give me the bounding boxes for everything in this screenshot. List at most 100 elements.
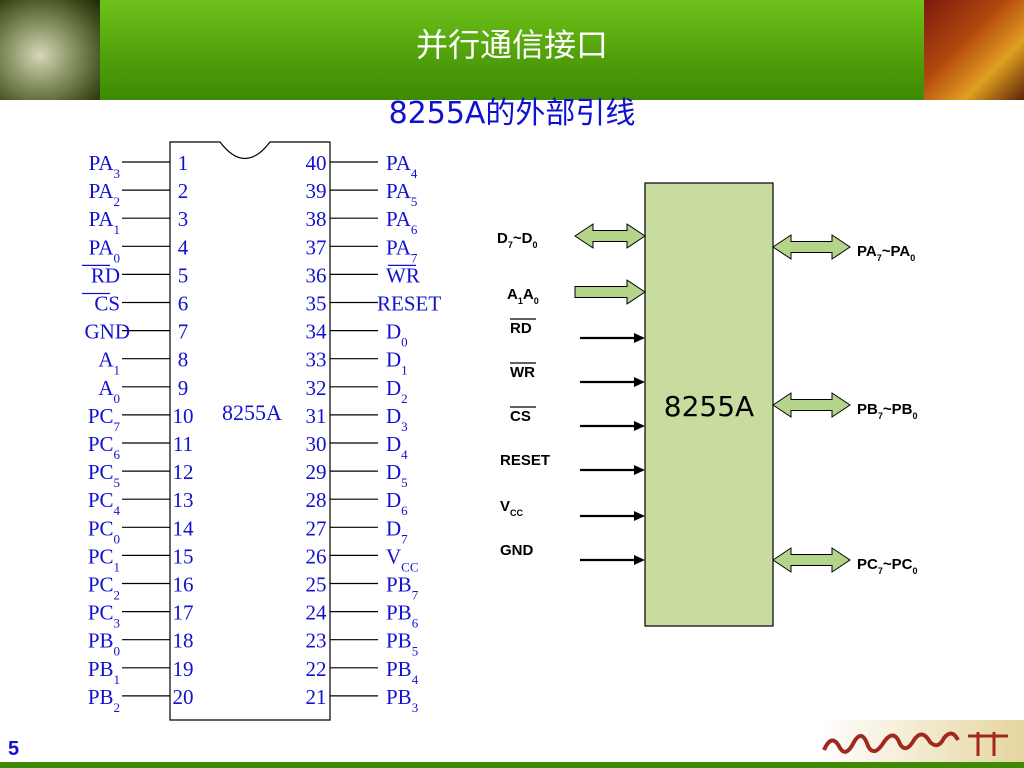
signal-label: D7~D0 (497, 230, 537, 250)
signal-arrow-head (634, 421, 645, 431)
banner-right-image (924, 0, 1024, 100)
pin-number-left: 5 (178, 263, 189, 287)
signal-label: RD (510, 320, 532, 337)
pin-number-right: 28 (306, 488, 327, 512)
pin-name-right: WR (386, 263, 420, 287)
pin-number-left: 13 (173, 488, 194, 512)
pin-number-right: 32 (306, 376, 327, 400)
pin-number-right: 36 (306, 263, 327, 287)
data-bus-arrow (574, 223, 646, 249)
pin-name-left: PC2 (88, 573, 120, 603)
pin-number-right: 31 (306, 404, 327, 428)
pin-name-left: PC1 (88, 544, 120, 574)
pin-number-left: 1 (178, 151, 189, 175)
pin-number-left: 2 (178, 179, 189, 203)
pin-name-right: VCC (386, 544, 419, 574)
page-number: 5 (8, 738, 20, 760)
pin-name-left: PB2 (88, 685, 120, 715)
pin-name-right: RESET (377, 292, 441, 316)
pin-name-right: PB3 (386, 685, 418, 715)
slide-title: 并行通信接口 (415, 26, 608, 64)
slide-subtitle: 8255A的外部引线 (388, 96, 636, 131)
pin-name-left: RD (91, 263, 120, 287)
signal-label: WR (510, 364, 535, 381)
pin-name-left: PC7 (88, 404, 121, 434)
pin-name-right: D5 (386, 460, 408, 490)
signal-arrow-head (634, 555, 645, 565)
pin-name-left: GND (85, 320, 131, 344)
pin-number-right: 35 (306, 292, 327, 316)
pin-number-left: 8 (178, 348, 189, 372)
pin-number-left: 10 (173, 404, 194, 428)
pin-name-right: PA4 (386, 151, 418, 181)
pin-name-left: PA3 (89, 151, 120, 181)
pin-number-left: 18 (173, 629, 194, 653)
pin-name-right: D2 (386, 376, 408, 406)
pin-name-right: PA5 (386, 179, 417, 209)
pin-name-right: D1 (386, 348, 408, 378)
signal-label: GND (500, 542, 534, 559)
pin-name-left: PC5 (88, 460, 120, 490)
pin-number-left: 6 (178, 292, 189, 316)
pin-number-left: 14 (173, 516, 195, 540)
pin-number-right: 33 (306, 348, 327, 372)
block-diagram: 8255AD7~D0A1A0RDWRCSRESETVCCGNDPA7~PA0PB… (497, 182, 917, 627)
pin-name-left: PC6 (88, 432, 121, 462)
signal-arrow-head (634, 465, 645, 475)
pin-number-right: 24 (306, 601, 328, 625)
signal-arrow-head (634, 377, 645, 387)
signal-arrow-head (634, 511, 645, 521)
block-8255a (644, 182, 774, 627)
pin-number-left: 7 (178, 320, 189, 344)
port-arrow (772, 234, 851, 260)
university-logo (818, 720, 1024, 768)
port-arrow (772, 392, 851, 418)
pin-name-right: PA6 (386, 207, 418, 237)
chip-body (169, 141, 331, 721)
port-label: PB7~PB0 (857, 401, 917, 421)
pin-name-right: D3 (386, 404, 408, 434)
pin-number-right: 22 (306, 657, 327, 681)
pin-number-right: 40 (306, 151, 327, 175)
pin-name-right: D0 (386, 320, 408, 350)
pin-name-left: A0 (98, 376, 120, 406)
pin-number-right: 34 (306, 320, 328, 344)
pin-name-left: PA0 (89, 235, 120, 264)
pin-number-right: 39 (306, 179, 327, 203)
pin-name-right: D4 (386, 432, 408, 462)
pin-number-left: 11 (173, 432, 193, 456)
title-banner (0, 0, 1024, 100)
pin-name-left: PB1 (88, 657, 120, 687)
signal-label: RESET (500, 452, 550, 469)
pin-name-right: PB7 (386, 573, 419, 603)
pin-name-right: PB5 (386, 629, 418, 659)
pin-name-left: PC3 (88, 601, 120, 631)
signal-label: CS (510, 408, 531, 425)
pin-number-right: 30 (306, 432, 327, 456)
pin-name-left: PB0 (88, 629, 120, 659)
pin-number-right: 37 (306, 235, 327, 259)
banner-left-image (0, 0, 100, 100)
pin-name-right: D7 (386, 516, 408, 546)
chip-label: 8255A (222, 400, 282, 425)
pin-number-right: 27 (306, 516, 327, 540)
pin-number-left: 15 (173, 544, 194, 568)
pin-name-left: A1 (98, 348, 120, 378)
pin-number-right: 26 (306, 544, 327, 568)
pin-name-left: PC0 (88, 516, 120, 546)
pin-number-left: 20 (173, 685, 194, 709)
dip-chip: 8255A1PA32PA23PA14PA05RD6CS7GND8A19A010P… (82, 141, 441, 721)
pin-name-left: PC4 (88, 488, 121, 518)
bottom-bar (0, 762, 1024, 768)
pin-name-left: PA1 (89, 207, 120, 237)
pin-name-right: PB4 (386, 657, 419, 687)
pin-number-left: 9 (178, 376, 189, 400)
pin-number-left: 3 (178, 207, 189, 231)
pin-number-left: 12 (173, 460, 194, 484)
pin-name-right: D6 (386, 488, 408, 518)
pin-number-right: 25 (306, 573, 327, 597)
signal-arrow-head (634, 333, 645, 343)
pin-name-left: CS (94, 292, 120, 316)
pin-number-left: 16 (173, 573, 194, 597)
address-arrow (574, 279, 646, 305)
